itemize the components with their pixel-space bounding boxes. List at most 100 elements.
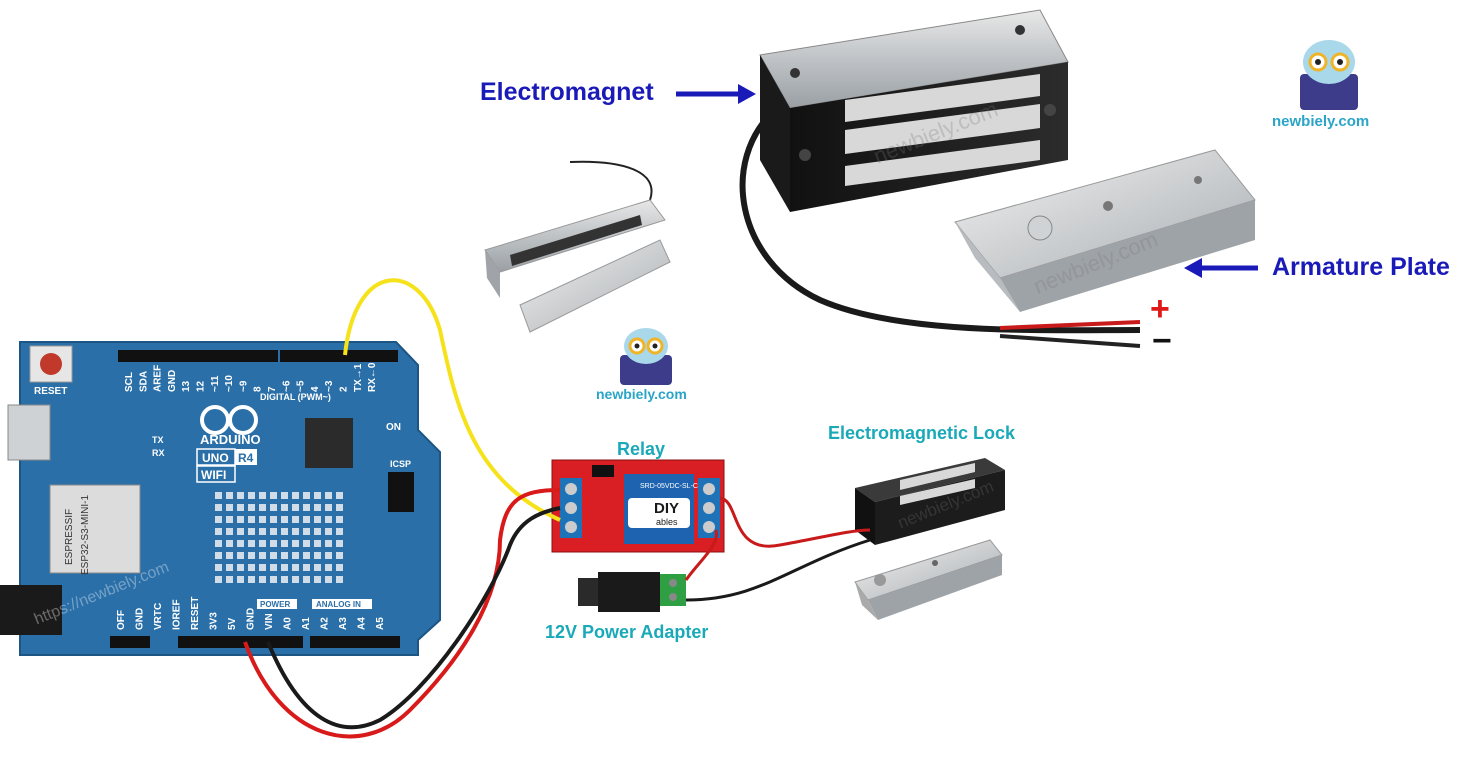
- led-dot: [325, 504, 332, 511]
- led-dot: [325, 528, 332, 535]
- top-pin-label: 13: [181, 380, 192, 392]
- led-dot: [336, 540, 343, 547]
- led-dot: [248, 552, 255, 559]
- bottom-pin-label: IOREF: [172, 599, 183, 630]
- led-dot: [215, 504, 222, 511]
- top-header-right: [280, 350, 398, 362]
- led-dot: [237, 552, 244, 559]
- top-pin-label: ~5: [296, 380, 307, 392]
- mcu-chip: [305, 418, 353, 468]
- relay-brand-top: DIY: [654, 500, 679, 517]
- led-dot: [281, 492, 288, 499]
- arrow-armature: [1184, 258, 1258, 278]
- brand-site-top: newbiely.com: [1272, 113, 1370, 130]
- bottom-pin-label: GND: [246, 608, 257, 630]
- magnet-cable: [739, 107, 1141, 334]
- led-dot: [270, 564, 277, 571]
- led-dot: [237, 540, 244, 547]
- relay-part: SRD-05VDC-SL-C: [640, 483, 698, 490]
- led-dot: [281, 552, 288, 559]
- armature-plate-large: [954, 149, 1256, 312]
- led-dot: [303, 516, 310, 523]
- usb-port: [7, 404, 51, 461]
- top-pin-label: ~6: [281, 380, 292, 392]
- led-dot: [248, 540, 255, 547]
- led-dot: [270, 540, 277, 547]
- top-pin-label: ~9: [238, 380, 249, 392]
- bottom-pin-label: A4: [357, 617, 368, 630]
- led-dot: [248, 504, 255, 511]
- led-dot: [292, 540, 299, 547]
- bottom-pin-label: 3V3: [209, 612, 220, 630]
- led-dot: [248, 576, 255, 583]
- led-dot: [314, 528, 321, 535]
- relay-label: Relay: [617, 439, 666, 459]
- led-dot: [314, 516, 321, 523]
- led-dot: [270, 492, 277, 499]
- led-dot: [336, 564, 343, 571]
- led-dot: [292, 576, 299, 583]
- brand-site-middle: newbiely.com: [596, 386, 687, 402]
- led-dot: [270, 516, 277, 523]
- led-dot: [226, 516, 233, 523]
- led-dot: [314, 504, 321, 511]
- owl-logo-middle: [620, 328, 672, 385]
- led-dot: [226, 528, 233, 535]
- top-pin-label: SDA: [138, 371, 149, 392]
- barrel-jack: [0, 585, 62, 635]
- led-dot: [226, 576, 233, 583]
- led-dot: [303, 492, 310, 499]
- led-dot: [281, 564, 288, 571]
- led-dot: [248, 516, 255, 523]
- minus-sign: −: [1152, 322, 1172, 360]
- led-dot: [215, 564, 222, 571]
- electromagnetic-lock-label: Electromagnetic Lock: [828, 423, 1016, 443]
- top-header-left: [118, 350, 278, 362]
- led-dot: [303, 576, 310, 583]
- adapter-terminal: [660, 574, 686, 606]
- top-pin-label: RX←0: [367, 362, 378, 392]
- led-dot: [215, 528, 222, 535]
- led-dot: [336, 516, 343, 523]
- led-dot: [292, 504, 299, 511]
- reset-label: RESET: [34, 386, 67, 397]
- bottom-pin-label: A1: [301, 617, 312, 630]
- led-dot: [237, 528, 244, 535]
- top-pin-label: 4: [310, 386, 321, 392]
- led-dot: [325, 564, 332, 571]
- led-dot: [314, 552, 321, 559]
- led-dot: [226, 504, 233, 511]
- led-dot: [259, 492, 266, 499]
- led-dot: [270, 552, 277, 559]
- arduino-logo-right: [228, 405, 258, 435]
- uno-label: UNO: [202, 451, 229, 465]
- top-pin-label: 8: [253, 386, 264, 392]
- top-pin-label: ~11: [210, 375, 221, 392]
- led-dot: [303, 552, 310, 559]
- wire-adapter-to-lock-black: [685, 538, 871, 602]
- led-dot: [336, 528, 343, 535]
- led-dot: [314, 576, 321, 583]
- led-dot: [226, 552, 233, 559]
- bottom-pin-label: 5V: [227, 617, 238, 630]
- led-dot: [325, 552, 332, 559]
- icsp-header: [388, 472, 414, 512]
- electromagnetic-lock-small: [854, 458, 1005, 620]
- module-maker: ESPRESSIF: [64, 509, 75, 565]
- led-dot: [215, 492, 222, 499]
- power-label: POWER: [260, 600, 290, 609]
- bottom-pin-label: A0: [283, 617, 294, 630]
- top-pin-label: SCL: [124, 372, 135, 392]
- led-dot: [314, 492, 321, 499]
- on-label: ON: [386, 422, 401, 433]
- bottom-pin-label: OFF: [116, 610, 127, 630]
- tx-label: TX: [152, 435, 164, 445]
- dc-barrel-adapter: [578, 572, 686, 612]
- led-dot: [303, 528, 310, 535]
- led-dot: [215, 552, 222, 559]
- top-pin-label: TX→1: [353, 363, 364, 392]
- led-dot: [303, 564, 310, 571]
